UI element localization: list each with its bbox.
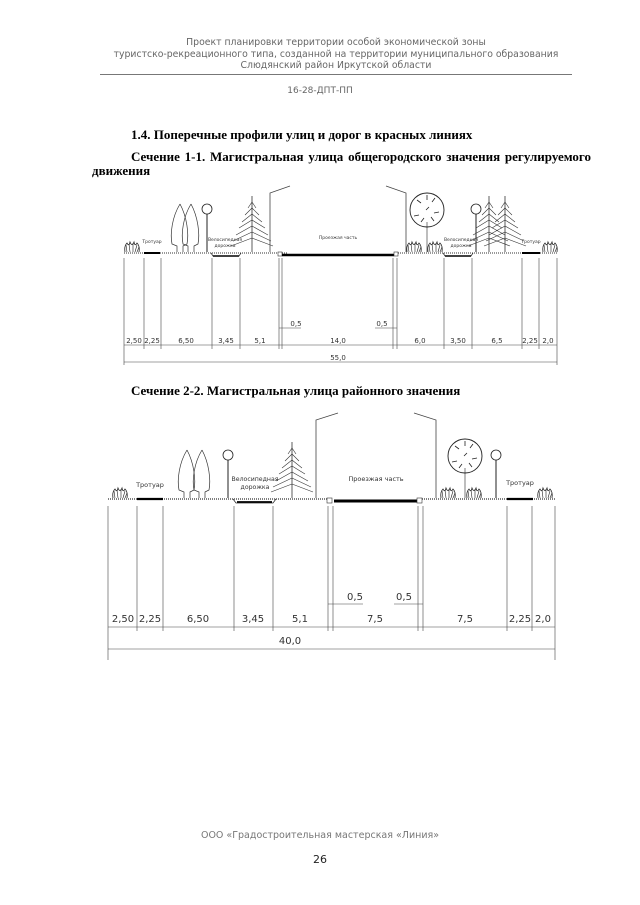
svg-text:2,25: 2,25 bbox=[509, 614, 531, 625]
footer-company: ООО «Градостроительная мастерская «Линия… bbox=[200, 830, 440, 841]
spruce-tree-icon bbox=[270, 441, 314, 499]
svg-text:6,50: 6,50 bbox=[178, 337, 194, 345]
svg-text:7,5: 7,5 bbox=[367, 614, 383, 625]
svg-text:Проезжая часть: Проезжая часть bbox=[319, 235, 358, 241]
svg-text:0,5: 0,5 bbox=[396, 592, 412, 603]
header-line-1: Проект планировки территории особой экон… bbox=[186, 37, 486, 48]
svg-text:5,1: 5,1 bbox=[254, 337, 265, 345]
svg-text:3,45: 3,45 bbox=[218, 337, 234, 345]
section1-drawing: Тротуар Велосипедная дорожка Проезжая ча… bbox=[123, 185, 558, 365]
header-line-3: Слюдянский район Иркутской области bbox=[240, 60, 432, 71]
page-number: 26 bbox=[313, 853, 327, 866]
svg-text:2,50: 2,50 bbox=[126, 337, 142, 345]
shrub-icon bbox=[466, 487, 482, 499]
svg-text:3,50: 3,50 bbox=[450, 337, 466, 345]
svg-text:2,50: 2,50 bbox=[112, 614, 134, 625]
lamp-icon bbox=[222, 449, 234, 499]
svg-text:2,25: 2,25 bbox=[139, 614, 161, 625]
svg-text:40,0: 40,0 bbox=[279, 636, 301, 647]
svg-text:2,0: 2,0 bbox=[535, 614, 551, 625]
shrub-icon bbox=[124, 241, 140, 253]
poplar-tree-icon bbox=[192, 449, 211, 499]
shrub-icon bbox=[406, 241, 422, 253]
svg-text:Велосипедная: Велосипедная bbox=[444, 237, 478, 243]
svg-text:6,5: 6,5 bbox=[491, 337, 502, 345]
document-code: 16-28-ДПТ-ПП bbox=[287, 86, 353, 96]
shrub-icon bbox=[542, 241, 558, 253]
svg-text:2,0: 2,0 bbox=[542, 337, 553, 345]
poplar-tree-icon bbox=[181, 203, 200, 253]
section1-title-cont: движения bbox=[92, 163, 151, 178]
svg-text:Тротуар: Тротуар bbox=[520, 239, 540, 245]
svg-text:3,45: 3,45 bbox=[242, 614, 264, 625]
svg-text:0,5: 0,5 bbox=[347, 592, 363, 603]
svg-text:2,25: 2,25 bbox=[144, 337, 160, 345]
svg-text:Велосипедная: Велосипедная bbox=[208, 237, 242, 243]
svg-text:дорожка: дорожка bbox=[214, 244, 235, 249]
spruce-tree-icon bbox=[230, 195, 274, 253]
header-line-2: туристско-рекреационного типа, созданной… bbox=[113, 48, 559, 60]
svg-text:0,5: 0,5 bbox=[376, 320, 387, 328]
poplar-tree-icon bbox=[177, 449, 196, 499]
svg-text:6,50: 6,50 bbox=[187, 614, 209, 625]
svg-text:7,5: 7,5 bbox=[457, 614, 473, 625]
svg-text:Тротуар: Тротуар bbox=[135, 481, 164, 489]
svg-text:6,0: 6,0 bbox=[414, 337, 425, 345]
svg-text:0,5: 0,5 bbox=[290, 320, 301, 328]
svg-text:Тротуар: Тротуар bbox=[505, 479, 534, 487]
section1-title: Сечение 1-1. Магистральная улица общегор… bbox=[131, 149, 591, 164]
svg-text:дорожка: дорожка bbox=[450, 244, 471, 249]
header-rule bbox=[100, 74, 572, 75]
svg-text:14,0: 14,0 bbox=[330, 337, 346, 345]
svg-text:дорожка: дорожка bbox=[241, 484, 270, 491]
svg-text:55,0: 55,0 bbox=[330, 354, 346, 362]
section2-title: Сечение 2-2. Магистральная улица районно… bbox=[131, 383, 461, 398]
shrub-icon bbox=[440, 487, 456, 499]
shrub-icon bbox=[112, 487, 128, 499]
section2-drawing: Тротуар Велосипедная дорожка Проезжая ча… bbox=[107, 412, 556, 660]
svg-text:Проезжая часть: Проезжая часть bbox=[348, 475, 403, 483]
lamp-icon bbox=[490, 449, 502, 499]
svg-text:2,25: 2,25 bbox=[522, 337, 538, 345]
document-header: Проект планировки территории особой экон… bbox=[100, 37, 572, 72]
lamp-icon bbox=[201, 203, 213, 253]
svg-text:Велосипедная: Велосипедная bbox=[232, 476, 279, 483]
shrub-icon bbox=[537, 487, 553, 499]
section-heading: 1.4. Поперечные профили улиц и дорог в к… bbox=[131, 127, 473, 142]
svg-text:5,1: 5,1 bbox=[292, 614, 308, 625]
svg-text:Тротуар: Тротуар bbox=[141, 239, 161, 245]
shrub-icon bbox=[427, 241, 443, 253]
